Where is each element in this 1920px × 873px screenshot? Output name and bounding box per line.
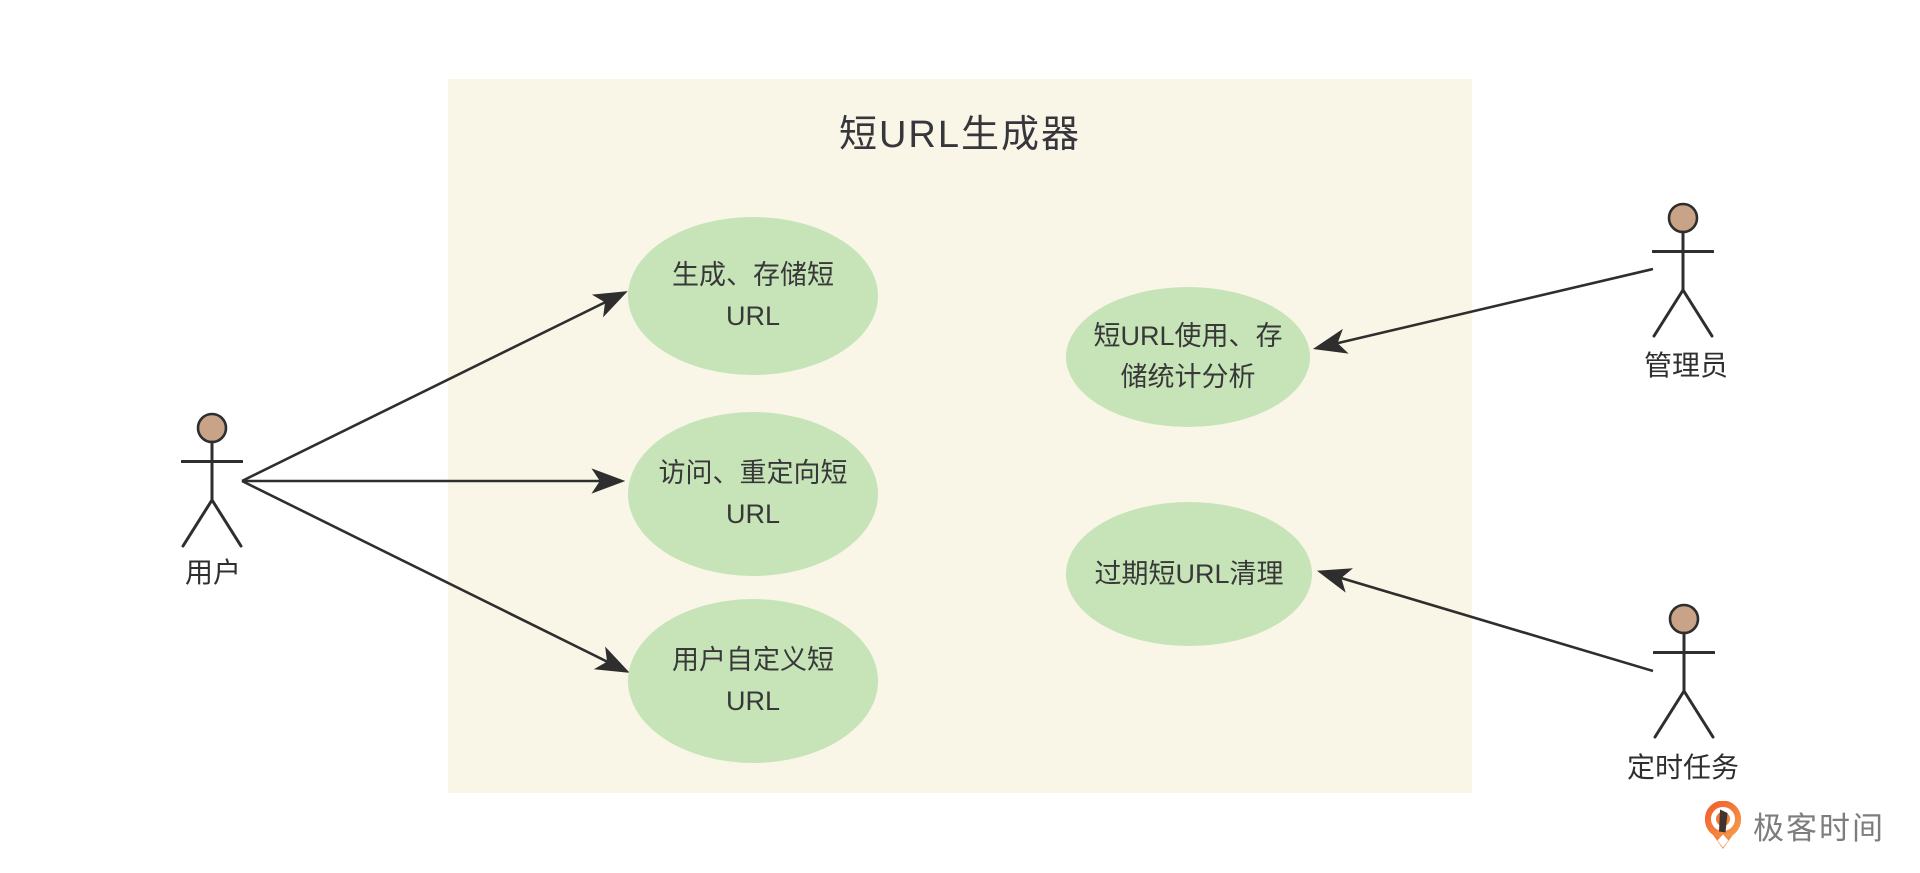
system-boundary-box [448,79,1472,793]
admin-actor-stick-figure-icon [1652,202,1714,338]
geektime-logo-icon [1705,801,1741,849]
brand-name: 极客时间 [1753,811,1885,846]
actor-label-scheduled-task: 定时任务 [1626,752,1739,783]
use-case-expired-url-cleanup: 过期短URL清理 [1066,502,1312,646]
scheduled-task-actor-stick-figure-icon [1653,603,1715,739]
system-title: 短URL生成器 [838,114,1082,156]
use-case-user-custom-url: 用户自定义短URL [628,599,878,763]
use-case-label: 用户自定义短URL [672,645,834,716]
use-case-access-redirect-url: 访问、重定向短URL [628,412,878,576]
use-case-label: 短URL使用、存储统计分析 [1093,321,1283,392]
actor-label-user: 用户 [184,557,241,588]
use-case-label: 访问、重定向短URL [658,458,848,529]
use-case-generate-store-url: 生成、存储短URL [628,217,878,375]
brand-watermark: 极客时间 [1703,801,1885,850]
use-case-label: 过期短URL清理 [1094,558,1284,589]
use-case-usage-storage-statistics: 短URL使用、存储统计分析 [1066,287,1310,427]
use-case-label: 生成、存储短URL [672,260,834,331]
user-actor-stick-figure-icon [181,412,243,548]
actor-label-admin: 管理员 [1643,350,1728,381]
